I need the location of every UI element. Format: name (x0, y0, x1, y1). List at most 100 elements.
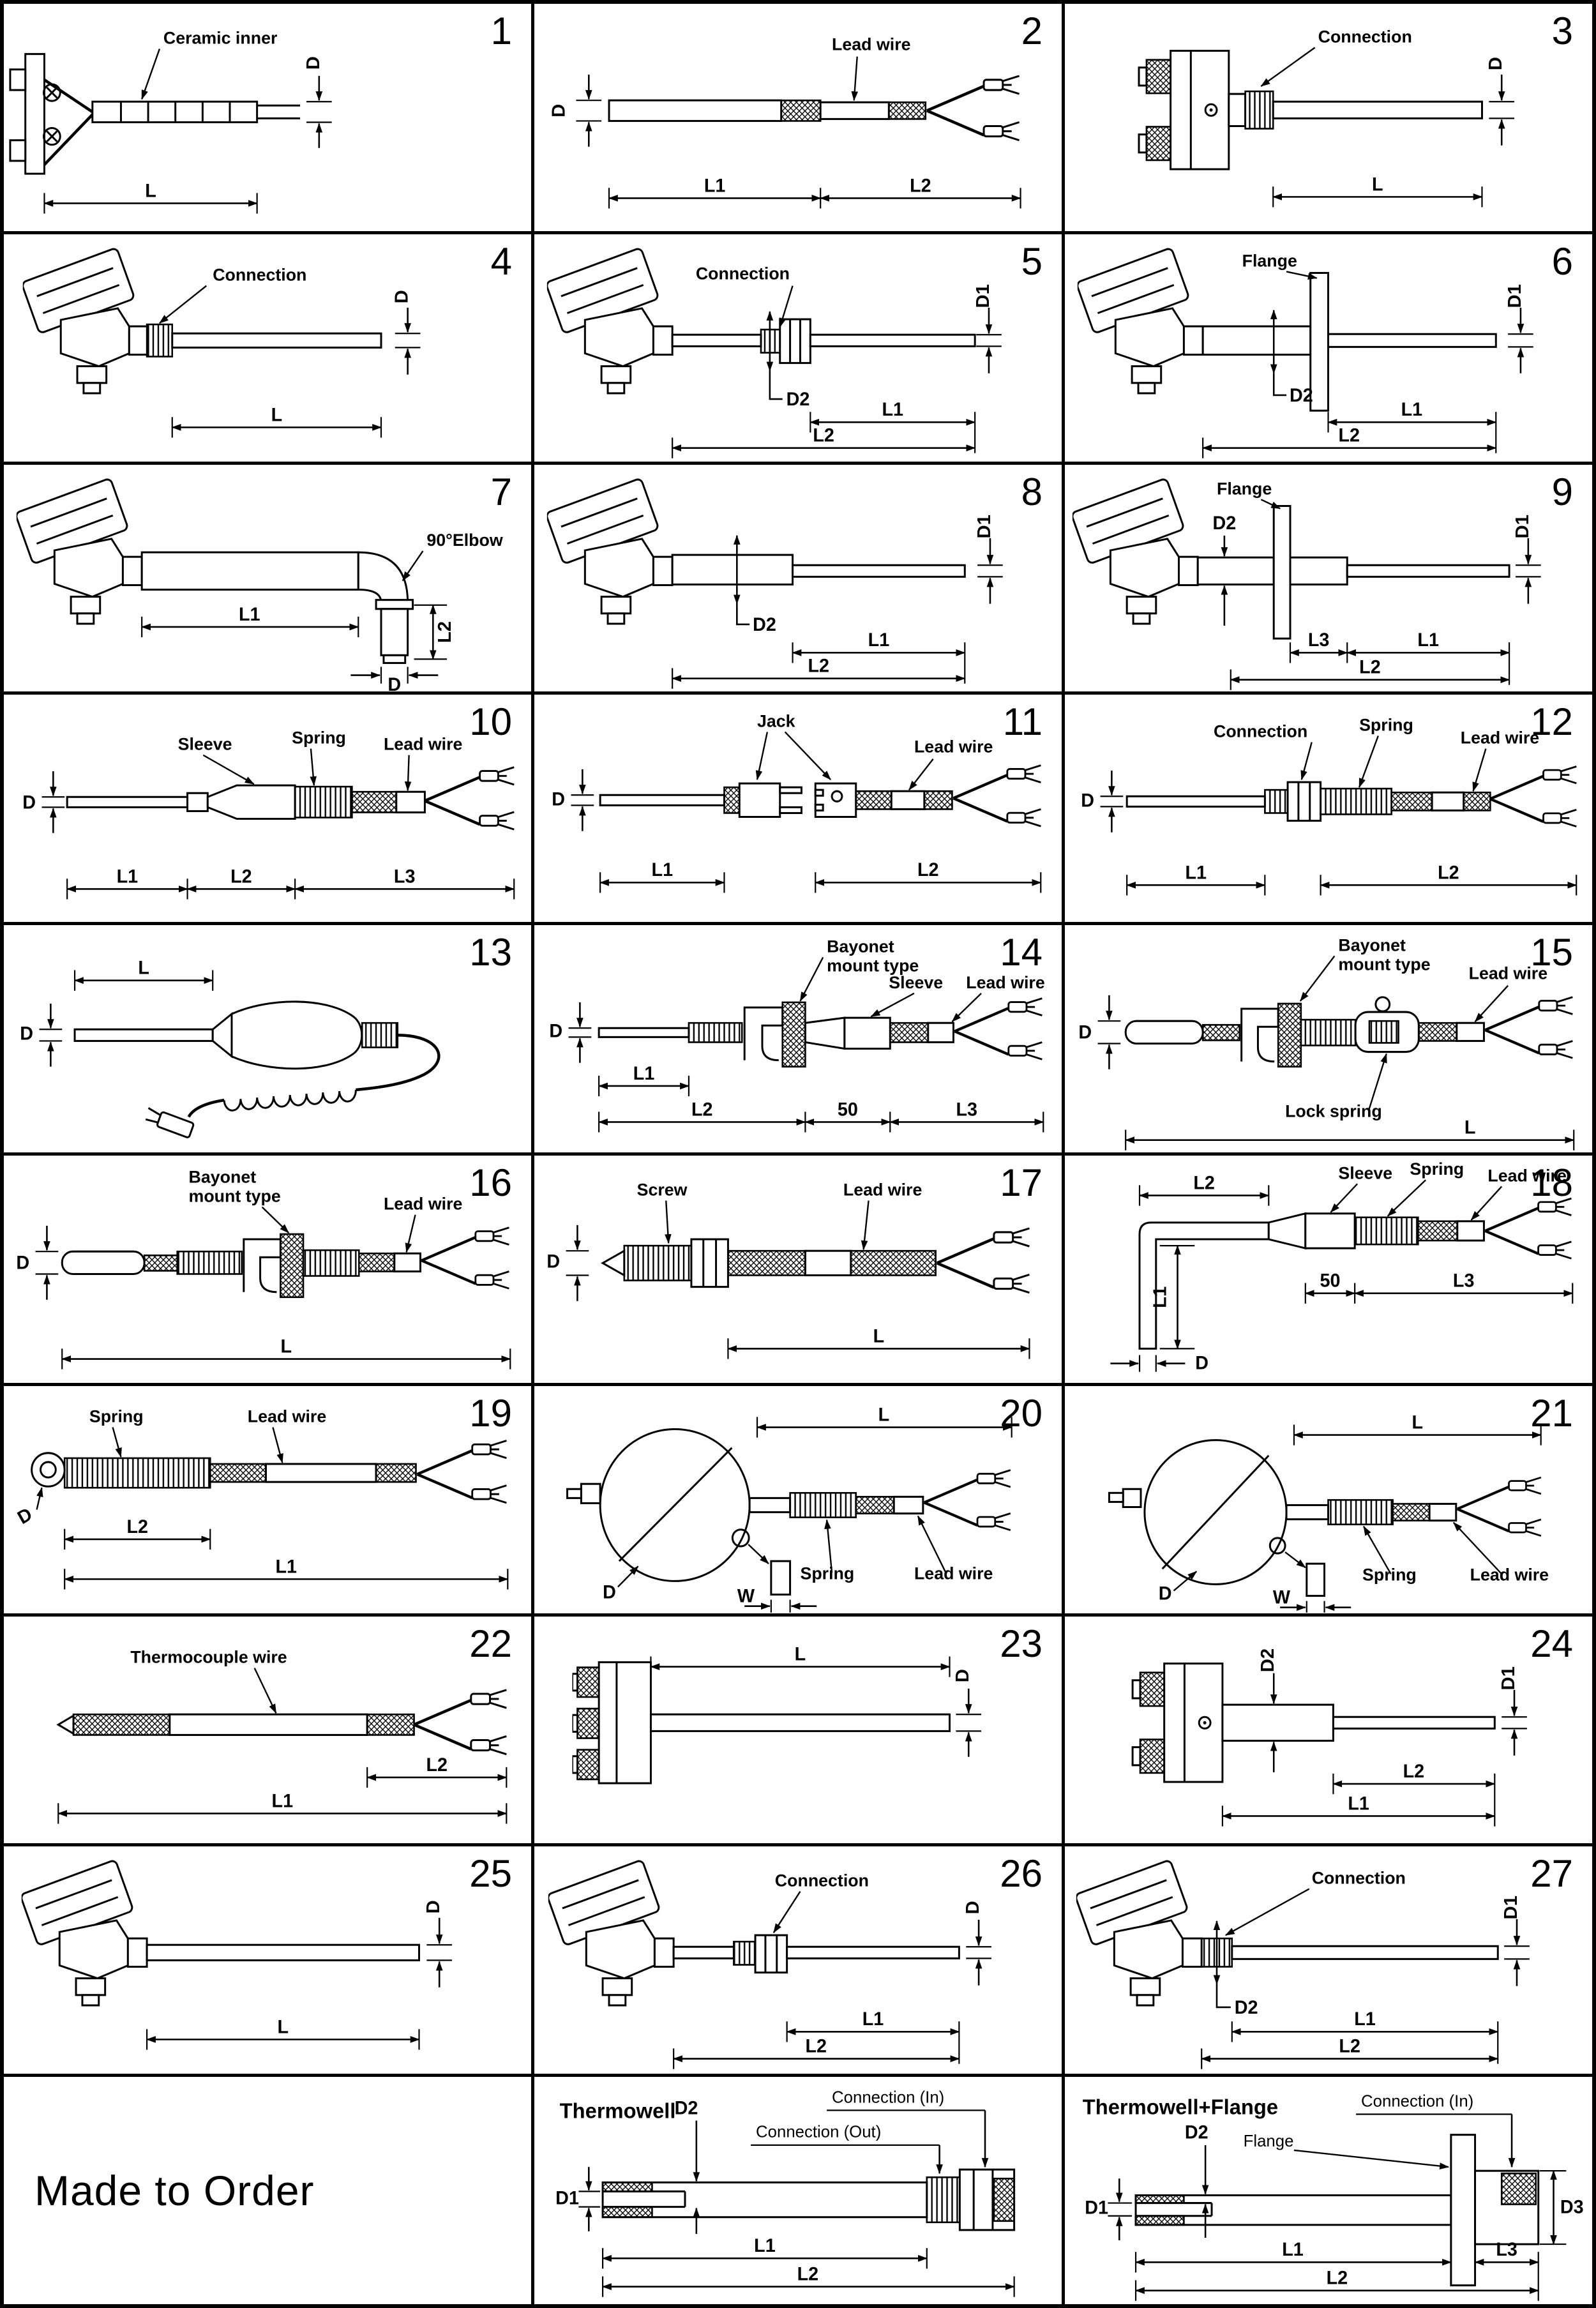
label-flange: Flange (1242, 251, 1297, 270)
label-lead-wire: Lead wire (384, 1194, 462, 1213)
schematic-terminal-block-probe: L D (572, 1644, 982, 1784)
dim-l1: L1 (633, 1064, 655, 1084)
schematic-sheath-lead-wire: Lead wire D L1 L2 (549, 34, 1021, 209)
thermowell-cell: Thermowell Connection (In) Connection (O… (534, 2077, 1062, 2304)
dim-l2: L2 (230, 867, 252, 887)
drawing (22, 246, 421, 438)
diagram-cell-17: 17 Screw Lead wire D L (534, 1155, 1062, 1383)
dim-d1: D1 (974, 515, 995, 538)
diagram-cell-4: 4 Connection D L (4, 234, 531, 462)
cell-number: 7 (490, 470, 512, 513)
dim-w: W (737, 1586, 755, 1606)
diagram-cell-3: 3 Connection D L (1065, 4, 1592, 231)
label-sleeve: Sleeve (1338, 1163, 1392, 1182)
dim-l: L (1372, 174, 1383, 195)
drawing (31, 1426, 509, 1590)
dim-l: L (878, 1405, 890, 1425)
dim-l2: L2 (805, 2037, 827, 2057)
label-lead-wire: Lead wire (914, 1564, 993, 1583)
dim-d: D (392, 290, 412, 303)
drawing (1097, 955, 1575, 1150)
label-connection: Connection (1214, 722, 1307, 741)
dim-l1: L1 (754, 2236, 776, 2256)
dim-l1: L1 (868, 630, 890, 651)
dim-l3: L3 (1308, 630, 1330, 651)
label-bayonet-line2: mount type (189, 1186, 281, 1205)
diagram-cell-23: 23 L D (534, 1616, 1062, 1844)
schematic-thermowell: Thermowell Connection (In) Connection (O… (555, 2087, 1016, 2297)
schematic-bent-sleeve-spring-probe: Sleeve Spring Lead wire L2 L1 D 50 L3 (1110, 1159, 1574, 1374)
dim-l: L (795, 1644, 806, 1664)
label-flange: Flange (1244, 2131, 1294, 2150)
diagram-cell-26: 26 Connection D L1 L2 (534, 1846, 1062, 2074)
diagram-cell-25: 25 D L (4, 1846, 531, 2074)
dim-l2: L2 (917, 860, 939, 880)
label-lead-wire: Lead wire (1487, 1166, 1566, 1185)
dim-l1: L1 (1150, 1286, 1171, 1308)
schematic-connection-spring-probe: Connection Spring Lead wire D L1 L2 (1081, 716, 1592, 896)
label-spring: Spring (292, 728, 346, 748)
dim-d: D (1486, 57, 1506, 70)
diagram-cell-7: 7 90°Elbow L1 L2 D (4, 464, 531, 692)
diagram-cell-9: 9 Flange D2 D1 L3 L1 L2 (1065, 464, 1592, 692)
schematic-bayonet-sleeve-probe: Bayonet mount type Sleeve Lead wire D L1… (549, 937, 1045, 1133)
dim-d2: D2 (1290, 386, 1313, 406)
dim-d: D (1078, 1022, 1092, 1043)
diagram-cell-16: 16 Bayonet mount type Lead wire D L (4, 1155, 531, 1383)
diagram-cell-15: 15 Bayonet mount type Lead wire Lock spr… (1065, 925, 1592, 1152)
diagram-cell-20: 20 L Spring Lead wire D W (534, 1385, 1062, 1613)
label-lead-wire: Lead wire (843, 1180, 922, 1199)
dim-l2: L2 (435, 621, 455, 643)
label-lead-wire: Lead wire (248, 1407, 326, 1426)
label-connection-in: Connection (In) (1361, 2091, 1473, 2110)
cell-number: 25 (469, 1852, 512, 1896)
label-lead-wire: Lead wire (384, 735, 462, 754)
label-spring: Spring (1359, 716, 1413, 735)
diagram-cell-12: 12 Connection Spring Lead wire D L1 L2 (1065, 695, 1592, 923)
schematic-eyelet-spring-probe: Spring Lead wire D L2 L1 (14, 1407, 509, 1590)
drawing (546, 246, 1002, 458)
dim-l3: L3 (1453, 1271, 1475, 1291)
dim-d: D (22, 793, 36, 813)
schematic-handheld-probe: L D (20, 958, 440, 1139)
diagram-cell-21: 21 L Spring Lead wire D W (1065, 1385, 1592, 1613)
dim-d1: D1 (973, 284, 993, 308)
diagram-cell-6: 6 Flange D2 D1 L1 L2 (1065, 234, 1592, 462)
diagram-cell-19: 19 Spring Lead wire D L2 L1 (4, 1385, 531, 1613)
drawing (1138, 47, 1515, 207)
label-bayonet-line1: Bayonet (1338, 935, 1406, 954)
schematic-thermowell-flange: Thermowell+Flange Connection (In) Flange… (1083, 2091, 1584, 2301)
dim-d: D (549, 1021, 562, 1041)
diagram-cell-11: 11 Jack Lead wire D L1 L2 (534, 695, 1062, 923)
dim-l2: L2 (797, 2264, 819, 2284)
dim-l1: L1 (275, 1557, 297, 1577)
drawing (548, 1859, 991, 2070)
cell-number: 13 (469, 931, 512, 974)
label-90-elbow: 90°Elbow (426, 530, 503, 549)
label-sleeve: Sleeve (889, 973, 943, 992)
dim-d: D (388, 674, 401, 691)
schematic-head-mid-nut-probe: Connection D2 D1 L1 L2 (546, 246, 1002, 458)
dim-l2: L2 (691, 1099, 713, 1120)
dim-l: L (145, 181, 156, 201)
dim-d1: D1 (555, 2189, 579, 2209)
dim-d2: D2 (1185, 2123, 1208, 2143)
label-connection-in: Connection (In) (832, 2087, 944, 2106)
drawing (41, 748, 514, 900)
dim-d: D (14, 1504, 36, 1528)
made-to-order-text: Made to Order (34, 2167, 315, 2215)
drawing (566, 1200, 1030, 1359)
schematic-jack-probe: Jack Lead wire D L1 L2 (552, 712, 1062, 893)
thermowell-flange-cell: Thermowell+Flange Connection (In) Flange… (1065, 2077, 1592, 2304)
dim-l1: L1 (1401, 400, 1423, 420)
dim-d2: D2 (787, 389, 810, 410)
schematic-head-threaded-long-probe: Connection D2 D1 L1 L2 (1076, 1859, 1530, 2070)
cell-number: 15 (1530, 931, 1573, 974)
drawing (1100, 735, 1577, 896)
label-spring: Spring (89, 1407, 144, 1426)
label-ceramic-inner: Ceramic inner (163, 28, 278, 47)
drawing (546, 476, 1003, 689)
label-bayonet-line2: mount type (827, 956, 919, 976)
label-screw: Screw (637, 1180, 688, 1199)
dim-l: L (280, 1336, 292, 1357)
